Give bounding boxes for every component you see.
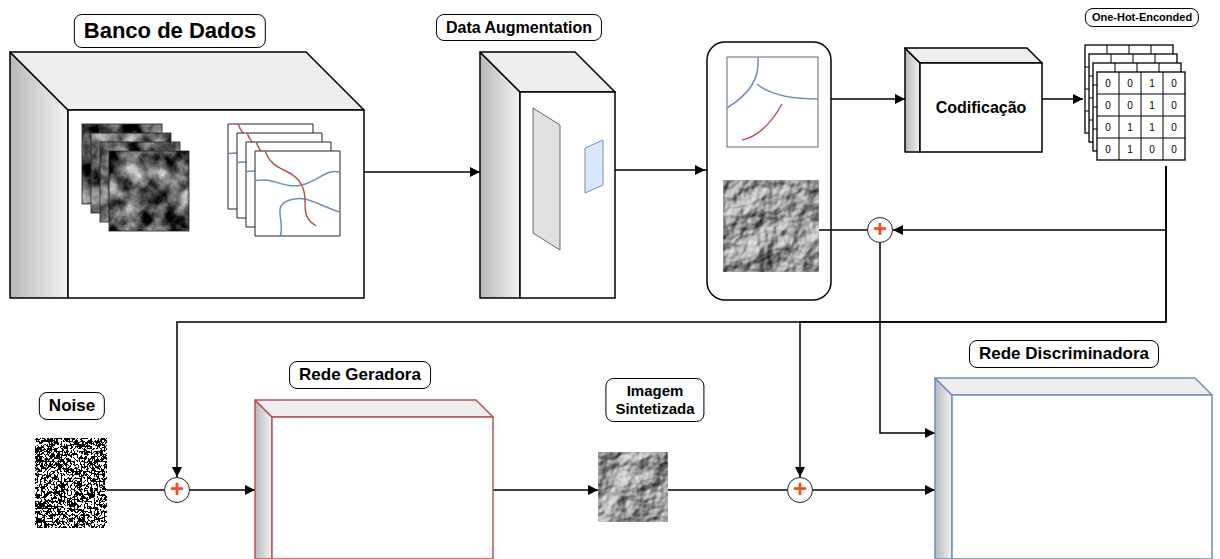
noise-input: Noise bbox=[35, 392, 109, 528]
box-outline bbox=[905, 48, 1042, 152]
matrix-gridline bbox=[1163, 72, 1164, 160]
sample-panel bbox=[707, 42, 831, 300]
box-side-face bbox=[255, 400, 272, 559]
matrix-gridline bbox=[1097, 116, 1185, 117]
sketch-ridge bbox=[727, 57, 758, 108]
box-side-face bbox=[935, 378, 952, 559]
arrowhead bbox=[695, 165, 705, 175]
synthesized-image: Imagem Sintetizada bbox=[596, 378, 714, 524]
heading-label: Rede Discriminadora bbox=[969, 340, 1159, 368]
sketch-curve bbox=[280, 198, 340, 236]
matrix-cell-value: 1 bbox=[1141, 94, 1163, 116]
matrix-cell-value: 0 bbox=[1097, 94, 1119, 116]
plus-sign: + bbox=[868, 218, 892, 242]
node-shape bbox=[255, 361, 493, 559]
matrix-cell-value: 0 bbox=[1163, 116, 1185, 138]
matrix-cell-value: 0 bbox=[1119, 72, 1141, 94]
augmentation-box: Data Augmentation bbox=[438, 14, 615, 298]
box-front-face bbox=[68, 110, 364, 298]
flow-arrow bbox=[668, 489, 787, 491]
node-shape bbox=[10, 10, 364, 298]
sketch-image bbox=[727, 57, 818, 147]
augmentation-plane bbox=[585, 140, 603, 193]
box-outline bbox=[935, 378, 1212, 559]
sum-circle: + bbox=[164, 477, 190, 503]
matrix-gridline bbox=[1097, 138, 1185, 139]
box-outline bbox=[480, 52, 615, 298]
matrix-cell-value: 1 bbox=[1141, 72, 1163, 94]
database-box: Banco de Dados bbox=[10, 10, 364, 298]
box-top-face bbox=[480, 52, 615, 92]
heading-label: Rede Geradora bbox=[289, 361, 431, 389]
box-front-face bbox=[920, 63, 1042, 152]
box-top-face bbox=[255, 400, 493, 417]
flow-arrow bbox=[190, 489, 255, 491]
box-outline bbox=[255, 400, 493, 559]
flow-arrow bbox=[107, 489, 164, 491]
sketch-frame bbox=[255, 151, 340, 236]
node-shape bbox=[438, 14, 615, 298]
sketch-curve bbox=[265, 151, 316, 226]
matrix-cell-value: 1 bbox=[1119, 116, 1141, 138]
heading-label: One-Hot-Enconded bbox=[1085, 8, 1199, 27]
box-label: Codificação bbox=[920, 63, 1042, 152]
plus-sign: + bbox=[165, 478, 189, 502]
box-front-face bbox=[952, 395, 1212, 559]
flow-arrow bbox=[880, 243, 935, 433]
flow-arrow bbox=[493, 489, 598, 491]
flow-arrow bbox=[813, 489, 935, 491]
sketch-image bbox=[255, 151, 340, 236]
heading-label: Noise bbox=[39, 392, 105, 420]
flow-arrow bbox=[364, 171, 480, 173]
box-side-face bbox=[480, 52, 520, 298]
terrain-image bbox=[109, 151, 189, 231]
matrix-cell-value: 0 bbox=[1163, 138, 1185, 160]
box-front-face bbox=[520, 92, 615, 298]
matrix-cell-value: 0 bbox=[1163, 94, 1185, 116]
terrain-frame bbox=[109, 151, 189, 231]
sum-circle: + bbox=[787, 477, 813, 503]
sum-circle: + bbox=[867, 217, 893, 243]
noise-image bbox=[35, 438, 107, 528]
matrix-cell-value: 0 bbox=[1097, 72, 1119, 94]
plus-sign: + bbox=[788, 478, 812, 502]
sketch-ridge bbox=[757, 84, 818, 99]
box-top-face bbox=[905, 48, 1042, 63]
sketch-river bbox=[742, 104, 782, 140]
heading-label: Imagem Sintetizada bbox=[605, 378, 704, 422]
matrix-cell-value: 1 bbox=[1141, 116, 1163, 138]
augmentation-plane bbox=[533, 108, 560, 250]
one-hot-matrix: One-Hot-Enconded0010001001100100 bbox=[1083, 36, 1193, 166]
matrix-layer bbox=[1097, 72, 1185, 160]
encoder-box: Codificação bbox=[905, 48, 1042, 152]
matrix-cell-value: 0 bbox=[1097, 116, 1119, 138]
flow-arrow bbox=[893, 166, 1166, 230]
matrix-cell-value: 1 bbox=[1119, 138, 1141, 160]
discriminator-network: Rede Discriminadora bbox=[935, 340, 1212, 559]
heading-label: Banco de Dados bbox=[74, 14, 266, 48]
wire bbox=[819, 229, 867, 231]
box-top-face bbox=[10, 52, 364, 110]
generator-network: Rede Geradora bbox=[255, 361, 493, 559]
box-outline bbox=[10, 52, 364, 298]
terrain-image bbox=[723, 180, 819, 272]
node-shape bbox=[935, 340, 1212, 559]
matrix-cell-value: 0 bbox=[1141, 138, 1163, 160]
terrain-image bbox=[598, 452, 668, 522]
matrix-cell-value: 0 bbox=[1119, 94, 1141, 116]
box-top-face bbox=[935, 378, 1212, 395]
flow-arrow bbox=[1042, 98, 1083, 100]
box-side-face bbox=[905, 48, 920, 152]
heading-label: Data Augmentation bbox=[436, 14, 602, 41]
box-front-face bbox=[272, 417, 493, 559]
matrix-cell-value: 0 bbox=[1163, 72, 1185, 94]
matrix-cell-value: 0 bbox=[1097, 138, 1119, 160]
